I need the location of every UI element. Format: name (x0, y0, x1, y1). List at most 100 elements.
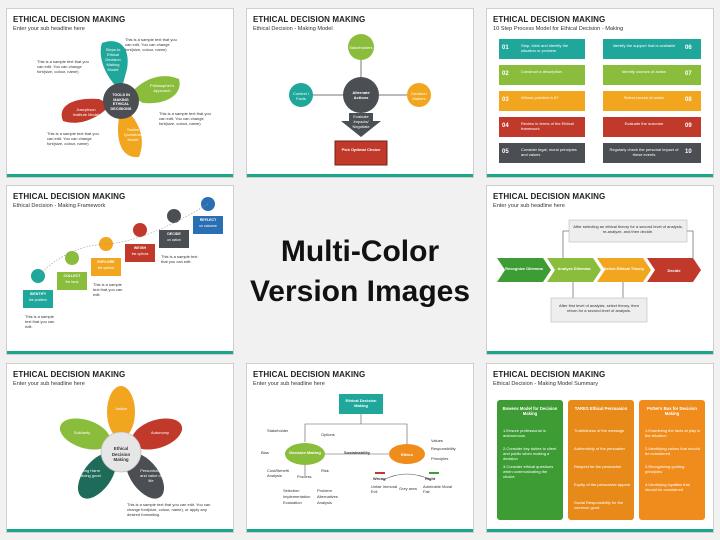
mind-map-label: Process (297, 474, 312, 479)
slide-thumbnail-7[interactable]: ETHICAL DECISION MAKING Enter your sub h… (246, 363, 474, 533)
slide-thumbnail-3[interactable]: ETHICAL DECISION MAKING 10 Step Process … (486, 8, 714, 178)
petal-label: Autonomy (150, 430, 169, 435)
step-text: Stop, think and identify the situation o… (521, 43, 569, 53)
note-text: This is a sample text that you can edit.… (159, 111, 211, 126)
slide-thumbnail-2[interactable]: ETHICAL DECISION MAKING Ethical Decision… (246, 8, 474, 178)
petal-label: Personhood and value of life (140, 468, 162, 483)
step-text: Select course of action (623, 95, 665, 100)
slide-subtitle: Enter your sub headline here (253, 381, 325, 387)
petal-label: Josephson Institute Model (72, 107, 99, 117)
footer-bar (7, 351, 233, 354)
card-item: 3.Consider ethical questions when commun… (503, 464, 554, 479)
node-label: Context / Facts (292, 91, 309, 101)
footer-bar (247, 174, 473, 177)
step-name: DECIDE (167, 232, 181, 236)
center-circle (103, 83, 139, 119)
card-item: Respect for the persuadee (574, 464, 622, 469)
petal-label: Avoiding Harm and doing good (73, 468, 101, 478)
version-caption: Multi-Color Version Images (244, 232, 476, 312)
mind-map-label: Bias (261, 450, 269, 455)
slide-subtitle: Enter your sub headline here (493, 203, 565, 209)
node-stakeholders (348, 34, 374, 60)
step-number: 01 (502, 45, 509, 51)
step-number: 07 (685, 71, 692, 77)
card-item: 2.Identifying values that should be cons… (645, 446, 700, 456)
step-sub: the options (131, 252, 149, 256)
slide-subtitle: Ethical Decision - Making Model (253, 26, 333, 32)
slide-thumbnail-6[interactable]: ETHICAL DECISION MAKING Enter your sub h… (6, 363, 234, 533)
step-number: 09 (685, 123, 692, 129)
process-item: Problem (317, 488, 332, 493)
mind-map-label: Unfair Immoral Evil (371, 484, 398, 494)
step-name: IDENTIFY (29, 292, 47, 296)
step-row-left: 04 Review in terms of the Ethical framewo… (499, 117, 585, 137)
slide-thumbnail-1[interactable]: ETHICAL DECISION MAKING Enter your sub h… (6, 8, 234, 178)
card-item: Equity of the persuasive appeal (574, 482, 630, 487)
slide-title: ETHICAL DECISION MAKING (493, 370, 606, 379)
card-item: 4.Identifying loyalties that should be c… (645, 482, 690, 492)
slide-thumbnail-8[interactable]: ETHICAL DECISION MAKING Ethical Decision… (486, 363, 714, 533)
slide-subtitle: Ethical Decision - Making Model Summary (493, 381, 599, 387)
right-center: Ethics (400, 452, 413, 457)
chevron-label: Select Ethical Theory (603, 266, 645, 271)
node-decision-makers (407, 83, 431, 107)
process-item: Evaluation (283, 500, 302, 505)
node-context (289, 83, 313, 107)
mind-map-label: Risk (321, 468, 329, 473)
step-row-left: 03 Whose problem is it? (499, 91, 585, 111)
step-text: Evaluate the outcome (624, 121, 664, 126)
card-title: TARES Ethical Persuasion (574, 406, 628, 411)
petal-label: Solidarity (73, 430, 91, 435)
slide-subtitle: 10 Step Process Model for Ethical Decisi… (493, 26, 624, 32)
node-label: Stakeholders (349, 45, 373, 50)
step-number: 02 (502, 71, 509, 77)
mind-map-label: Stakeholder (267, 428, 289, 433)
chevron-label: Decide (667, 268, 681, 273)
step-name: COLLECT (63, 274, 81, 278)
mind-map-label: Principles (431, 456, 449, 461)
card-item: Social Responsibility for the common goo… (574, 500, 624, 510)
step-text: Review in terms of the Ethical framework (521, 121, 574, 131)
root-node: Ethical Decision Making (345, 398, 377, 408)
mind-map-label: Responsibility (431, 446, 456, 451)
step-text: Regularly check the personal impact of t… (609, 147, 679, 157)
mind-map-label: Cost/Benefit Analysis (267, 468, 289, 478)
mind-map-label: Admirable Moral Fair (423, 484, 453, 494)
process-item: Implementation (283, 494, 311, 499)
step-number: 06 (685, 45, 692, 51)
step-name: REFLECT (199, 218, 217, 222)
slide-thumbnail-5[interactable]: ETHICAL DECISION MAKING Enter your sub h… (486, 185, 714, 355)
mind-map-diagram (285, 394, 439, 481)
mind-map-label: Values (431, 438, 443, 443)
step-number: 10 (685, 149, 692, 155)
step-number: 05 (502, 149, 509, 155)
result-box (334, 140, 388, 166)
petal-red (61, 98, 111, 123)
footer-bar (487, 351, 713, 354)
slide-subtitle: Enter your sub headline here (13, 26, 85, 32)
mind-map-label: Right (425, 476, 436, 481)
slide-title: ETHICAL DECISION MAKING (493, 192, 606, 201)
node-alternate-actions (343, 77, 379, 113)
slide-title: ETHICAL DECISION MAKING (493, 15, 606, 24)
caption-line-1: Multi-Color (280, 235, 440, 268)
note-text: This is a sample text that you can edit.… (47, 131, 99, 146)
slide-thumbnail-4[interactable]: ETHICAL DECISION MAKING Ethical Decision… (6, 185, 234, 355)
footer-bar (487, 174, 713, 177)
chevron-label: Recognize Dilemma (505, 266, 543, 271)
step-name: EXPLORE (97, 260, 115, 264)
step-text: Whose problem is it? (521, 95, 559, 100)
step-text: Identify the support that is available (612, 43, 676, 48)
arrow-label: Evaluate Impacts/ Negotiate (352, 114, 370, 129)
footer-bar (7, 174, 233, 177)
mind-map-label: Grey area (399, 486, 417, 491)
petal-label: Steps to Ethical Decision Making Model (105, 47, 121, 72)
step-number: 03 (502, 97, 509, 103)
step-number: 04 (502, 123, 509, 129)
card-item: 3.Recognizing guiding principles (645, 464, 685, 474)
process-item: Alternatives (317, 494, 338, 499)
